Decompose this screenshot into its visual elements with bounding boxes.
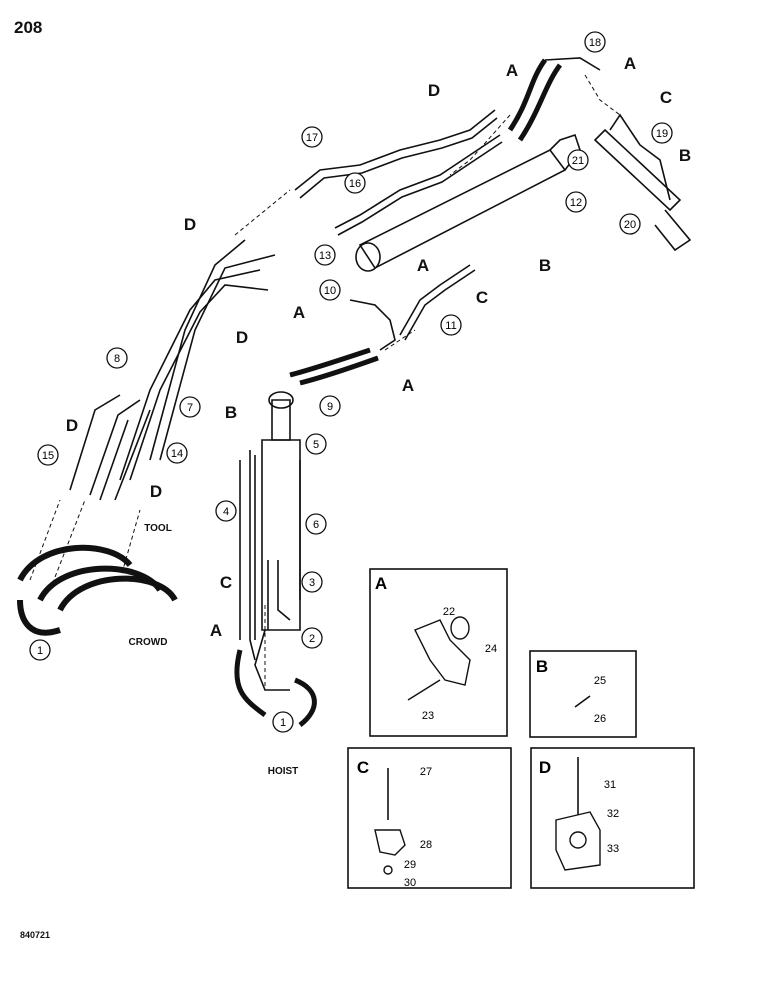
callout-6: 6 <box>305 513 327 535</box>
label-crowd: CROWD <box>129 637 168 648</box>
callout-10: 10 <box>319 279 341 301</box>
svg-text:30: 30 <box>404 877 416 889</box>
svg-text:A: A <box>375 574 387 593</box>
letter-a: A <box>293 303 305 322</box>
svg-text:D: D <box>539 758 551 777</box>
callout-15: 15 <box>37 444 59 466</box>
line-art <box>17 57 692 727</box>
figure-code: 840721 <box>20 930 51 940</box>
label-tool: TOOL <box>144 523 172 534</box>
callout-12: 12 <box>565 191 587 213</box>
letter-c: C <box>660 88 672 107</box>
label-hoist: HOIST <box>268 766 299 777</box>
callout-13: 13 <box>314 244 336 266</box>
svg-text:2: 2 <box>309 633 315 645</box>
letter-b: B <box>225 403 237 422</box>
letter-d: D <box>184 215 196 234</box>
letter-callouts: A A D C B D B A C A D A B D D C A <box>66 54 691 640</box>
svg-text:18: 18 <box>589 37 601 49</box>
svg-text:32: 32 <box>607 808 619 820</box>
svg-text:7: 7 <box>187 402 193 414</box>
svg-text:12: 12 <box>570 197 582 209</box>
callout-19: 19 <box>651 122 673 144</box>
svg-text:23: 23 <box>422 710 434 722</box>
callout-7: 7 <box>179 396 201 418</box>
svg-text:27: 27 <box>420 766 432 778</box>
letter-d: D <box>428 81 440 100</box>
svg-text:11: 11 <box>445 320 456 332</box>
letter-a: A <box>210 621 222 640</box>
svg-text:28: 28 <box>420 839 432 851</box>
svg-text:3: 3 <box>309 577 315 589</box>
svg-text:1: 1 <box>37 645 43 657</box>
svg-text:19: 19 <box>656 128 668 140</box>
letter-b: B <box>539 256 551 275</box>
svg-text:8: 8 <box>114 353 120 365</box>
svg-text:14: 14 <box>171 448 183 460</box>
callout-11: 11 <box>440 314 462 336</box>
letter-b: B <box>679 146 691 165</box>
letter-a: A <box>624 54 636 73</box>
svg-text:16: 16 <box>349 178 361 190</box>
callout-1-left: 1 <box>29 639 51 661</box>
function-labels: TOOL CROWD HOIST <box>129 523 299 777</box>
callout-3: 3 <box>301 571 323 593</box>
svg-text:17: 17 <box>306 132 318 144</box>
letter-a: A <box>417 256 429 275</box>
svg-text:5: 5 <box>313 439 319 451</box>
callouts: 1 1 2 3 4 5 6 7 8 9 10 11 12 13 14 15 16… <box>29 31 673 733</box>
letter-a: A <box>402 376 414 395</box>
letter-a: A <box>506 61 518 80</box>
letter-c: C <box>220 573 232 592</box>
callout-21: 21 <box>567 149 589 171</box>
svg-text:21: 21 <box>572 155 584 167</box>
letter-c: C <box>476 288 488 307</box>
callout-17: 17 <box>301 126 323 148</box>
callout-4: 4 <box>215 500 237 522</box>
page-number: 208 <box>14 18 43 37</box>
svg-text:20: 20 <box>624 219 636 231</box>
svg-text:C: C <box>357 758 369 777</box>
svg-text:13: 13 <box>319 250 331 262</box>
callout-9: 9 <box>319 395 341 417</box>
svg-text:24: 24 <box>485 643 497 655</box>
inset-c: C 27 28 29 30 <box>347 747 512 889</box>
svg-text:9: 9 <box>327 401 333 413</box>
svg-text:B: B <box>536 657 548 676</box>
letter-d: D <box>150 482 162 501</box>
svg-text:33: 33 <box>607 843 619 855</box>
inset-b: B 25 26 <box>529 650 637 738</box>
inset-a: A 22 24 23 <box>369 568 508 737</box>
svg-text:31: 31 <box>604 779 616 791</box>
callout-16: 16 <box>344 172 366 194</box>
callout-18: 18 <box>584 31 606 53</box>
callout-8: 8 <box>106 347 128 369</box>
svg-text:1: 1 <box>280 717 286 729</box>
callout-5: 5 <box>305 433 327 455</box>
svg-text:15: 15 <box>42 450 54 462</box>
svg-text:10: 10 <box>324 285 336 297</box>
inset-d: D 31 32 33 <box>530 747 695 889</box>
callout-2: 2 <box>301 627 323 649</box>
letter-d: D <box>236 328 248 347</box>
svg-text:26: 26 <box>594 713 606 725</box>
callout-14: 14 <box>166 442 188 464</box>
callout-1-hoist: 1 <box>272 711 294 733</box>
svg-text:29: 29 <box>404 859 416 871</box>
svg-text:25: 25 <box>594 675 606 687</box>
svg-text:22: 22 <box>443 606 455 618</box>
svg-text:4: 4 <box>223 506 229 518</box>
letter-d: D <box>66 416 78 435</box>
callout-20: 20 <box>619 213 641 235</box>
svg-text:6: 6 <box>313 519 319 531</box>
